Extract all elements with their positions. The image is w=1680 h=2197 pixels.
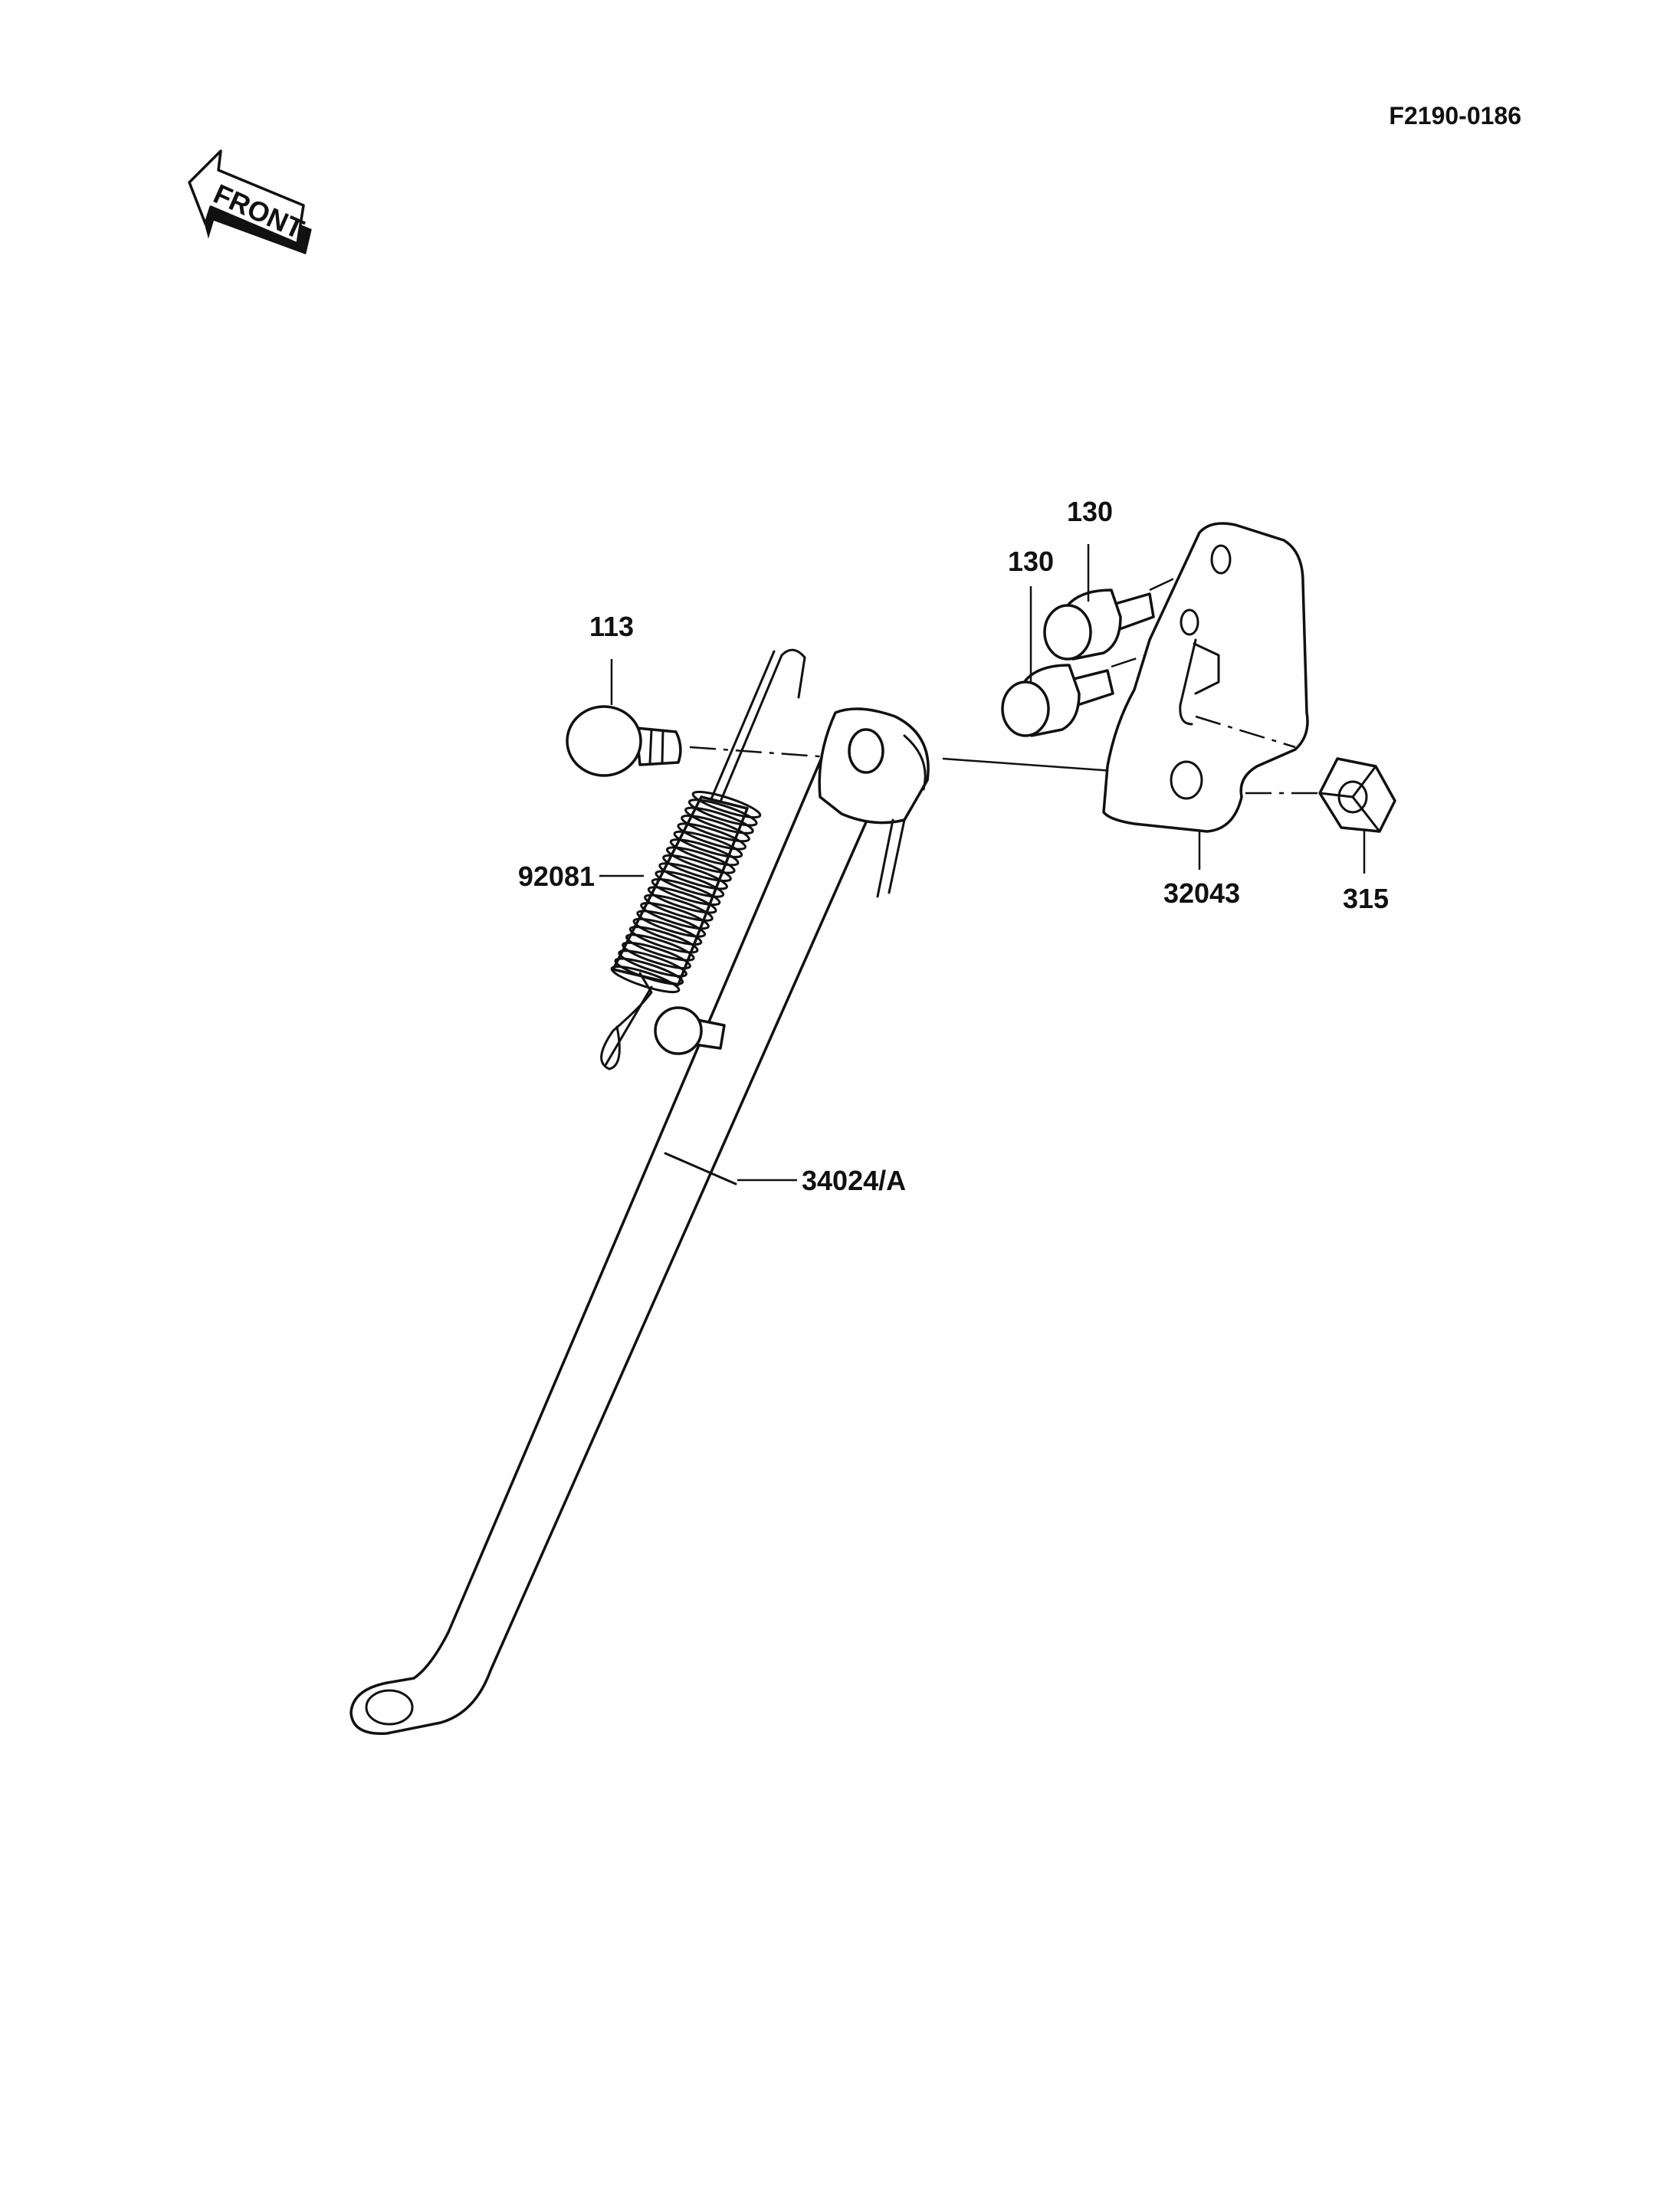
callout-113: 113 xyxy=(589,611,634,642)
spring-coil xyxy=(632,917,703,946)
spring-coil xyxy=(658,862,728,890)
reference-code: F2190-0186 xyxy=(1389,102,1521,130)
spring-coil xyxy=(669,838,740,867)
spring-coil xyxy=(614,957,684,985)
bolt-130-upper xyxy=(1043,589,1155,661)
spring-coil xyxy=(610,965,681,994)
callout-34024a: 34024/A xyxy=(802,1165,906,1196)
spring-coil xyxy=(655,870,725,898)
spring-coil xyxy=(622,941,691,969)
spring-coil xyxy=(640,902,710,930)
bolt-130-lower xyxy=(1001,664,1114,737)
spring-coil xyxy=(662,854,732,882)
spring-coil xyxy=(687,798,758,827)
spring-coil xyxy=(647,886,717,914)
spring-coil xyxy=(684,806,754,835)
spring-coil xyxy=(673,830,743,858)
spring-coil xyxy=(651,877,721,907)
nut-315 xyxy=(1318,757,1396,833)
side-stand-34024a xyxy=(349,707,930,1736)
callout-92081: 92081 xyxy=(518,861,595,892)
bracket-32043 xyxy=(1102,522,1309,833)
callout-315: 315 xyxy=(1343,883,1389,914)
spring-coil xyxy=(665,846,736,874)
spring-coil xyxy=(681,815,750,843)
spring-coil xyxy=(691,790,762,819)
callout-32043: 32043 xyxy=(1163,877,1240,909)
spring-coil xyxy=(618,949,687,978)
bolt-113 xyxy=(566,705,682,777)
callout-130-upper: 130 xyxy=(1067,496,1113,527)
spring-coil xyxy=(636,910,707,938)
spring-coil xyxy=(625,933,695,962)
spring-coil xyxy=(628,926,699,954)
spring-coil xyxy=(644,894,714,922)
axis-line-bolt-113 xyxy=(689,746,851,760)
callout-130-lower: 130 xyxy=(1008,546,1054,577)
spring-coil xyxy=(677,822,747,851)
spring-92081 xyxy=(600,648,806,1071)
front-direction-arrow: FRONT xyxy=(188,149,312,254)
